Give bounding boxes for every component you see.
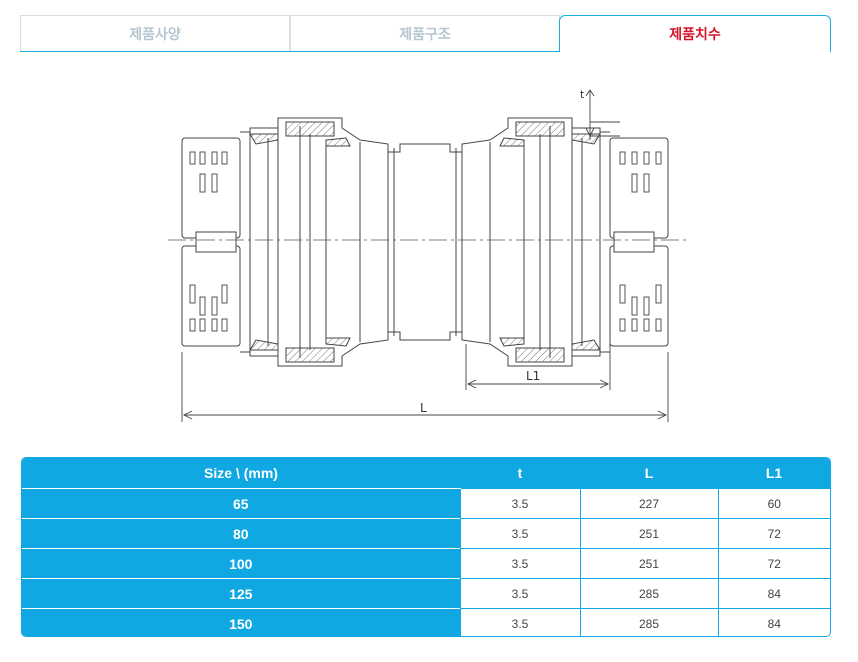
table-row: 80 3.5 251 72: [22, 518, 830, 549]
table-header-row: Size \ (mm) t L L1: [22, 458, 830, 489]
coupling-dimension-drawing: t L1 L: [150, 82, 710, 432]
tab-product-structure[interactable]: 제품구조: [290, 15, 560, 51]
dim-label-L1: L1: [526, 369, 540, 383]
header-size: Size \ (mm): [22, 458, 460, 489]
cell-L: 285: [579, 608, 718, 636]
row-size: 100: [22, 548, 460, 579]
tab-bar: 제품사양 제품구조 제품치수: [20, 15, 831, 52]
cell-t: 3.5: [459, 488, 580, 519]
cell-L: 227: [579, 488, 718, 519]
table-row: 125 3.5 285 84: [22, 578, 830, 609]
dim-label-L: L: [420, 401, 427, 415]
cell-L: 251: [579, 548, 718, 579]
cell-t: 3.5: [459, 548, 580, 579]
row-size: 150: [22, 608, 460, 636]
right-clamp-top: [609, 137, 669, 239]
dimension-table: Size \ (mm) t L L1 65 3.5 227 60 80 3.5 …: [21, 457, 831, 637]
cell-L1: 84: [717, 578, 830, 609]
cell-L1: 72: [717, 518, 830, 549]
table-row: 65 3.5 227 60: [22, 488, 830, 519]
header-t: t: [460, 458, 580, 489]
left-clamp-top: [181, 137, 241, 239]
cell-L: 251: [579, 518, 718, 549]
cell-L: 285: [579, 578, 718, 609]
tab-product-dimensions[interactable]: 제품치수: [559, 15, 831, 52]
header-L: L: [580, 458, 718, 489]
cell-L1: 72: [717, 548, 830, 579]
table-row: 150 3.5 285 84: [22, 608, 830, 636]
cell-t: 3.5: [459, 518, 580, 549]
cell-t: 3.5: [459, 578, 580, 609]
row-size: 80: [22, 518, 460, 549]
table-row: 100 3.5 251 72: [22, 548, 830, 579]
dim-label-t: t: [580, 88, 585, 101]
row-size: 125: [22, 578, 460, 609]
tab-product-spec[interactable]: 제품사양: [20, 15, 290, 51]
cell-t: 3.5: [459, 608, 580, 636]
cell-L1: 60: [717, 488, 830, 519]
cell-L1: 84: [717, 608, 830, 636]
header-L1: L1: [718, 458, 830, 489]
row-size: 65: [22, 488, 460, 519]
